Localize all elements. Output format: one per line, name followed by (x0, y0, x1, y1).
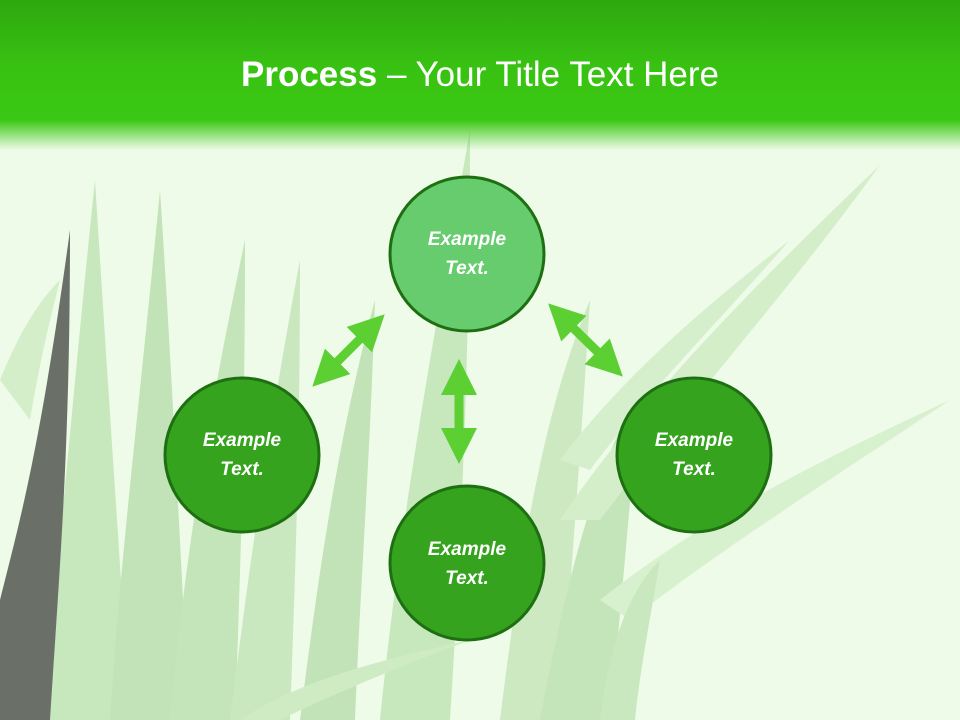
node-text-left: Example Text. (177, 426, 307, 484)
arrow-top-left (312, 314, 385, 387)
node-text-line: Text. (445, 258, 489, 279)
slide-title: Process – Your Title Text Here (0, 52, 960, 98)
node-text-line: Example (427, 229, 507, 250)
node-text-line: Example (202, 430, 282, 451)
node-circle-top (388, 175, 546, 333)
node-text-line: Example (427, 539, 507, 560)
title-bar (0, 0, 960, 150)
node-text-line: Text. (220, 459, 264, 480)
node-circle-right (615, 376, 773, 534)
node-text-right: Example Text. (629, 426, 759, 484)
node-text-line: Text. (445, 568, 489, 589)
node-text-line: Example (654, 430, 734, 451)
node-text-bottom: Example Text. (402, 535, 532, 593)
arrow-top-right (548, 303, 623, 377)
title-bold-part: Process (241, 55, 378, 94)
node-circle-left (163, 376, 321, 534)
node-text-top: Example Text. (402, 225, 532, 283)
title-rest-part: – Your Title Text Here (377, 55, 719, 94)
node-circle-bottom (388, 484, 546, 642)
node-text-line: Text. (672, 459, 716, 480)
